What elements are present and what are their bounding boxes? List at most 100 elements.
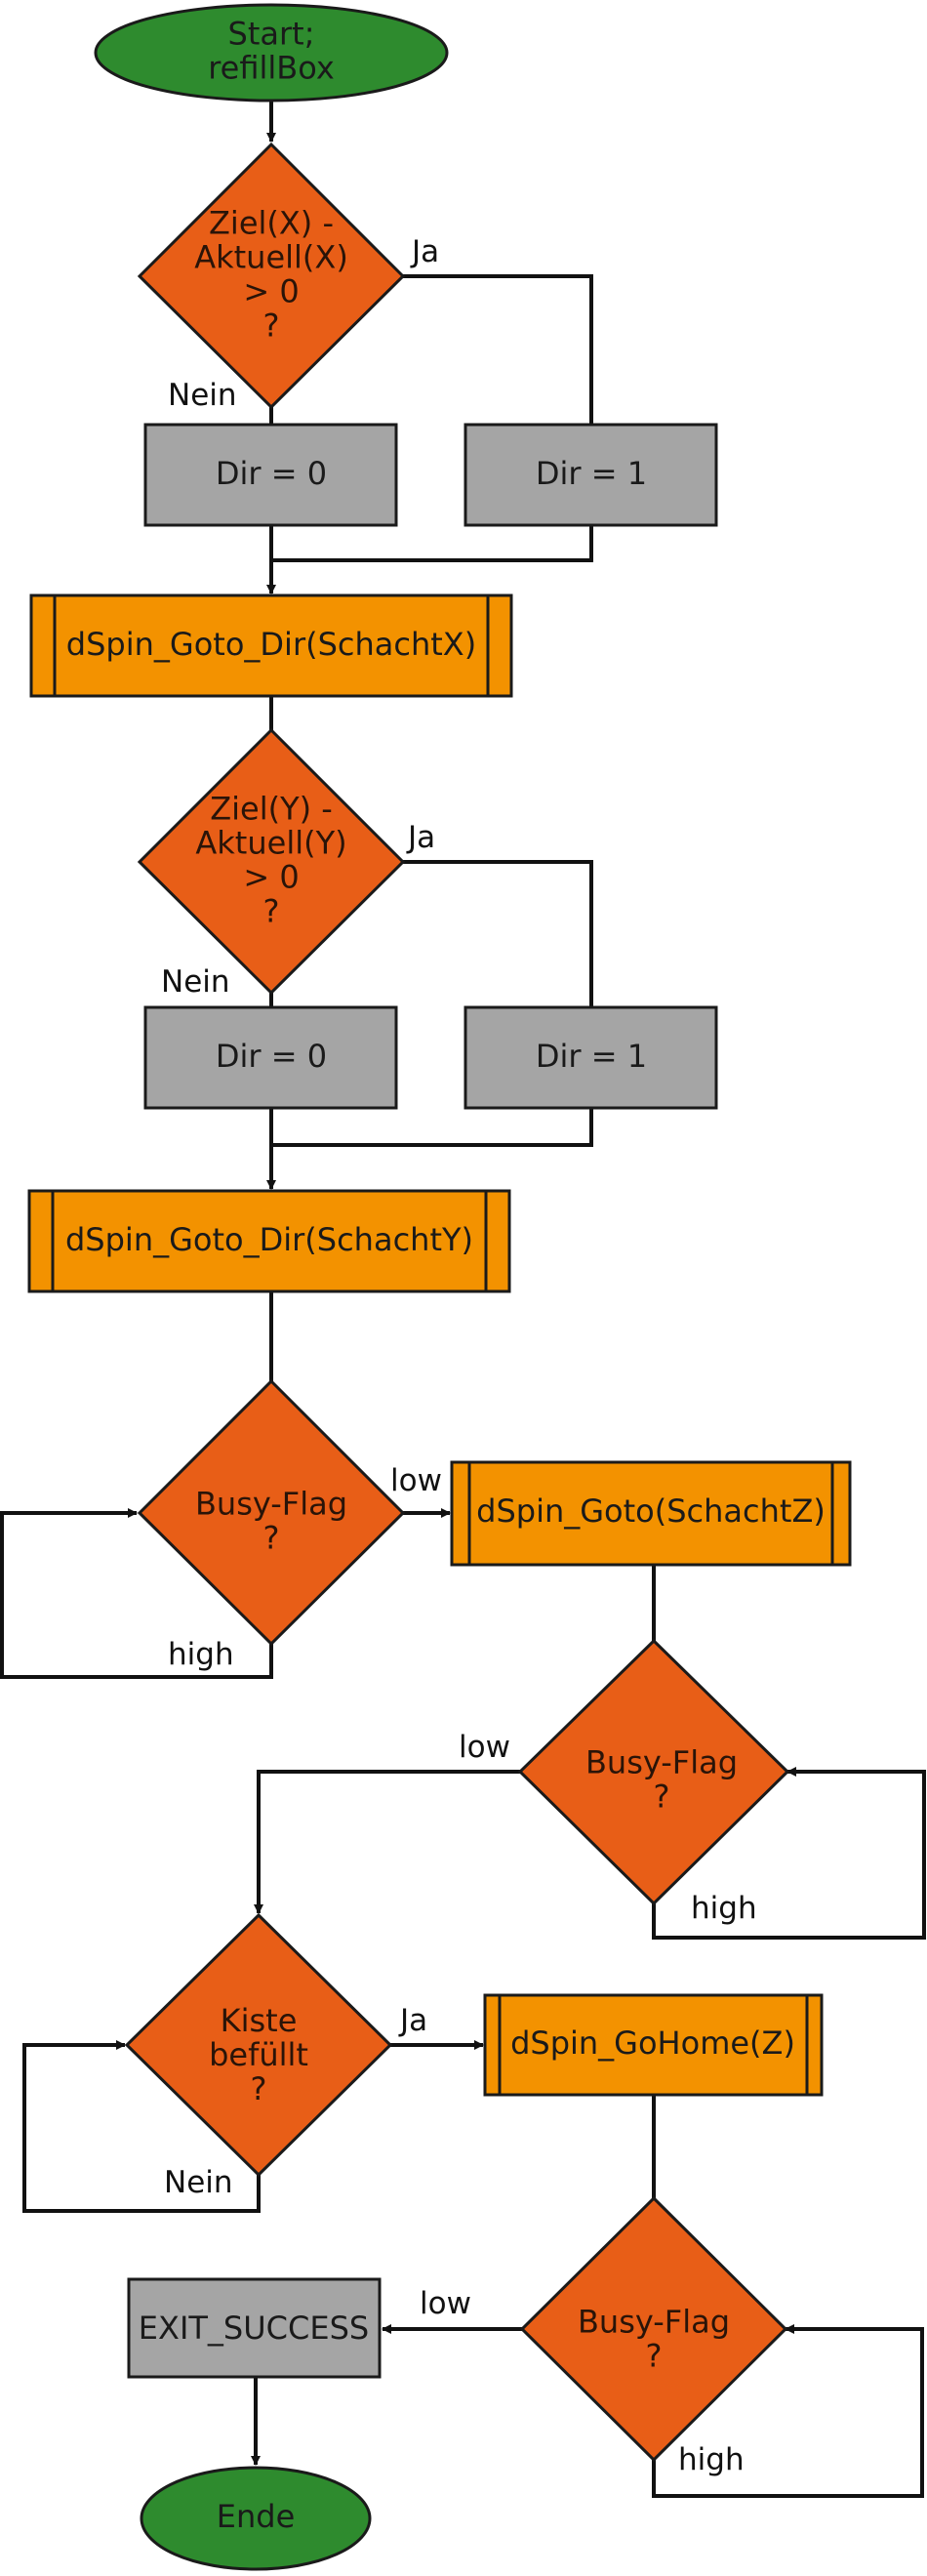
edge-labels: Ja Nein Ja Nein low high low high Ja Nei… <box>161 234 757 2477</box>
node-label-line: refillBox <box>208 50 335 87</box>
subroutine-goto-dir-y: dSpin_Goto_Dir(SchachtY) <box>27 1189 511 1293</box>
node-label-line: ? <box>654 1779 670 1816</box>
subroutine-goto-z: dSpin_Goto(SchachtZ) <box>450 1460 852 1567</box>
end-terminal: Ende <box>140 2466 372 2571</box>
node-label-line: Dir = 0 <box>216 455 327 492</box>
dir0-y-shape <box>143 1005 398 1110</box>
edge-dir1x-merge <box>271 525 593 562</box>
edge-busy1-high-loop <box>0 1508 273 1679</box>
node-label-line: ? <box>263 893 280 930</box>
goto-dir-x-shape <box>29 593 513 698</box>
node-label-line: Busy-Flag <box>195 1486 347 1523</box>
start-shape <box>94 3 449 102</box>
kiste-shape <box>124 1912 393 2178</box>
node-label-line: Dir = 1 <box>536 455 647 492</box>
node-label-line: ? <box>251 2070 267 2107</box>
edge-dir1y-merge <box>271 1108 593 1147</box>
label-busy2-low: low <box>459 1730 510 1765</box>
node-label-line: Dir = 0 <box>216 1038 327 1075</box>
dir1-x-label: Dir = 1 <box>536 455 647 492</box>
busy2-label: Busy-Flag? <box>585 1744 738 1816</box>
node-label-line: Aktuell(Y) <box>195 825 346 862</box>
label-kiste-yes: Ja <box>398 2003 427 2038</box>
node-label-line: Aktuell(X) <box>194 239 348 276</box>
label-busy2-high: high <box>691 1891 757 1926</box>
dir0-y-label: Dir = 0 <box>216 1038 327 1075</box>
label-busy3-high: high <box>678 2442 745 2477</box>
label-kiste-no: Nein <box>164 2165 233 2200</box>
dir0-x-label: Dir = 0 <box>216 455 327 492</box>
gohome-shape <box>483 1993 824 2097</box>
busy1-shape <box>137 1378 406 1647</box>
node-label-line: dSpin_GoHome(Z) <box>510 2024 795 2062</box>
goto-z-shape <box>450 1460 852 1567</box>
node-label-line: Start; <box>228 16 315 53</box>
node-label-line: Busy-Flag <box>585 1744 738 1781</box>
decision-y-shape <box>137 727 406 996</box>
edge-kiste-no-loop <box>22 2040 261 2213</box>
edge-decision-x-yes <box>403 274 593 425</box>
decision-busy-2: Busy-Flag? <box>517 1638 790 1906</box>
label-x-no: Nein <box>168 378 237 413</box>
node-label-line: > 0 <box>243 273 299 310</box>
node-label-line: Ziel(X) - <box>209 205 334 242</box>
goto-dir-y-label: dSpin_Goto_Dir(SchachtY) <box>65 1221 473 1258</box>
end-label: Ende <box>217 2498 296 2535</box>
label-y-no: Nein <box>161 964 230 1000</box>
edges <box>0 102 926 2498</box>
decision-x-shape <box>137 142 406 410</box>
exit-shape <box>127 2277 382 2379</box>
edge-decision-y-yes <box>403 860 593 1007</box>
label-busy1-low: low <box>390 1463 442 1498</box>
decision-busy-3: Busy-Flag? <box>519 2195 788 2463</box>
edge-busy3-high-loop <box>652 2324 924 2498</box>
nodes: Start;refillBox Ziel(X) -Aktuell(X)> 0? … <box>27 3 852 2571</box>
node-label-line: dSpin_Goto_Dir(SchachtY) <box>65 1221 473 1258</box>
gohome-label: dSpin_GoHome(Z) <box>510 2024 795 2062</box>
node-label-line: befüllt <box>209 2036 308 2073</box>
node-label-line: EXIT_SUCCESS <box>139 2310 369 2347</box>
goto-dir-x-label: dSpin_Goto_Dir(SchachtX) <box>66 626 476 663</box>
busy3-shape <box>519 2195 788 2463</box>
node-label-line: Kiste <box>221 2002 298 2039</box>
start-label: Start;refillBox <box>208 16 335 87</box>
busy3-label: Busy-Flag? <box>578 2304 730 2375</box>
node-label-line: ? <box>646 2338 663 2375</box>
dir1-x-shape <box>464 423 718 527</box>
subroutine-goto-dir-x: dSpin_Goto_Dir(SchachtX) <box>29 593 513 698</box>
decision-x: Ziel(X) -Aktuell(X)> 0? <box>137 142 406 410</box>
goto-dir-y-shape <box>27 1189 511 1293</box>
label-busy3-low: low <box>420 2286 471 2321</box>
edge-busy2-high-loop <box>652 1767 926 1940</box>
node-label-line: dSpin_Goto_Dir(SchachtX) <box>66 626 476 663</box>
edge-busy2-low <box>254 1770 520 1914</box>
decision-y: Ziel(Y) -Aktuell(Y)> 0? <box>137 727 406 996</box>
node-label-line: Busy-Flag <box>578 2304 730 2341</box>
subroutine-gohome: dSpin_GoHome(Z) <box>483 1993 824 2097</box>
node-label-line: Ziel(Y) - <box>210 791 333 828</box>
node-label-line: ? <box>263 307 280 345</box>
end-shape <box>140 2466 372 2571</box>
goto-z-label: dSpin_Goto(SchachtZ) <box>476 1492 826 1530</box>
dir1-y-shape <box>464 1005 718 1110</box>
label-busy1-high: high <box>168 1637 234 1672</box>
node-label-line: ? <box>263 1520 280 1557</box>
exit-label: EXIT_SUCCESS <box>139 2310 369 2347</box>
node-label-line: Dir = 1 <box>536 1038 647 1075</box>
label-y-yes: Ja <box>406 820 435 855</box>
busy1-label: Busy-Flag? <box>195 1486 347 1557</box>
node-label-line: > 0 <box>243 859 299 896</box>
dir1-y-label: Dir = 1 <box>536 1038 647 1075</box>
label-x-yes: Ja <box>410 234 439 269</box>
node-label-line: Ende <box>217 2498 296 2535</box>
decision-x-label: Ziel(X) -Aktuell(X)> 0? <box>194 205 348 345</box>
decision-y-label: Ziel(Y) -Aktuell(Y)> 0? <box>195 791 346 930</box>
busy2-shape <box>517 1638 790 1906</box>
decision-busy-1: Busy-Flag? <box>137 1378 406 1647</box>
node-label-line: dSpin_Goto(SchachtZ) <box>476 1492 826 1530</box>
dir0-x-shape <box>143 423 398 527</box>
start-terminal: Start;refillBox <box>94 3 449 102</box>
